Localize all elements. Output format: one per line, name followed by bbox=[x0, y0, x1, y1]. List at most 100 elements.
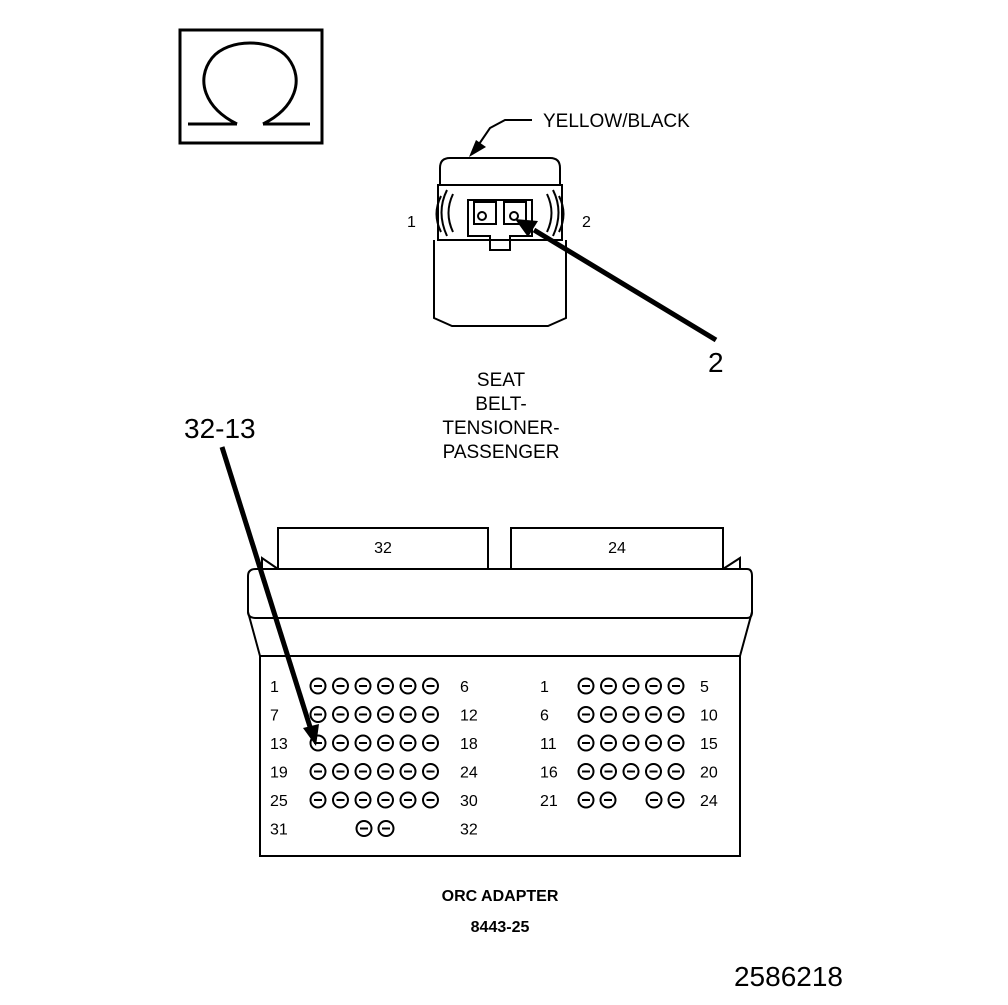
left-row-end-label: 24 bbox=[460, 765, 478, 782]
adapter-pin-face bbox=[259, 655, 741, 857]
left-pin bbox=[355, 820, 373, 837]
connector-head bbox=[437, 184, 563, 241]
right-row-end-label: 20 bbox=[700, 765, 718, 782]
right-pin bbox=[622, 677, 640, 695]
right-pin bbox=[645, 677, 662, 695]
left-pin bbox=[309, 706, 327, 723]
left-pin bbox=[377, 677, 394, 695]
pin-1-label: 1 bbox=[407, 214, 416, 231]
right-pin bbox=[599, 791, 617, 809]
left-pin bbox=[422, 706, 439, 723]
right-pin bbox=[600, 763, 617, 780]
left-row-start-label: 7 bbox=[270, 708, 279, 725]
right-pin bbox=[667, 734, 685, 752]
figure-number: 2586218 bbox=[734, 961, 843, 992]
right-row-end-label: 5 bbox=[700, 679, 709, 696]
right-pin bbox=[577, 706, 595, 723]
left-pin bbox=[354, 677, 372, 695]
adapter-housing-top bbox=[247, 568, 753, 619]
right-row-start-label: 16 bbox=[540, 765, 558, 782]
pin-2-callout: 2 bbox=[708, 347, 724, 378]
pin-2-callout-leader bbox=[532, 227, 718, 343]
tensioner-title-line-1: SEAT bbox=[477, 370, 526, 391]
pin-2-hole bbox=[509, 211, 519, 221]
left-row-end-label: 32 bbox=[460, 822, 478, 839]
left-pin bbox=[377, 791, 394, 809]
right-pin bbox=[600, 677, 617, 695]
left-pin-grid: 1 6 7 12 13 18 19 24 25 30 31 32 bbox=[270, 677, 478, 839]
left-row-end-label: 30 bbox=[460, 793, 478, 810]
adapter-part-number: 8443-25 bbox=[471, 919, 530, 936]
pin-2-label: 2 bbox=[582, 214, 591, 231]
left-row-end-label: 18 bbox=[460, 736, 478, 753]
terminal-slot-2 bbox=[503, 201, 527, 225]
right-row-end-label: 15 bbox=[700, 736, 718, 753]
left-row-start-label: 1 bbox=[270, 679, 279, 696]
right-row-start-label: 6 bbox=[540, 708, 549, 725]
right-pin bbox=[645, 763, 662, 780]
pin-13-callout-leader bbox=[219, 446, 314, 731]
right-connector-label: 24 bbox=[608, 540, 626, 557]
connector-top-cap bbox=[439, 157, 561, 185]
right-pin bbox=[577, 734, 595, 752]
left-pin bbox=[399, 763, 417, 780]
left-pin bbox=[332, 763, 349, 780]
right-row-end-label: 24 bbox=[700, 793, 718, 810]
left-pin bbox=[422, 677, 439, 695]
right-pin bbox=[645, 734, 662, 752]
left-row-start-label: 13 bbox=[270, 736, 288, 753]
right-row-start-label: 11 bbox=[540, 736, 557, 753]
terminal-slot-1 bbox=[473, 201, 497, 225]
left-pin bbox=[377, 706, 394, 723]
right-row-start-label: 21 bbox=[540, 793, 558, 810]
left-row-start-label: 19 bbox=[270, 765, 288, 782]
left-pin bbox=[309, 763, 327, 780]
right-pin bbox=[600, 706, 617, 723]
left-pin bbox=[377, 820, 395, 837]
left-pin bbox=[377, 763, 394, 780]
latch-left bbox=[440, 189, 448, 237]
right-pin bbox=[645, 706, 662, 723]
tensioner-title-line-4: PASSENGER bbox=[443, 442, 560, 463]
pin-2-callout-arrowhead bbox=[515, 219, 538, 237]
pin-13-callout-arrowhead bbox=[303, 724, 319, 746]
left-row-end-label: 12 bbox=[460, 708, 478, 725]
connector-body bbox=[433, 240, 567, 327]
left-pin bbox=[399, 791, 417, 809]
left-pin bbox=[309, 677, 327, 695]
right-pin bbox=[577, 763, 595, 780]
tensioner-connector: YELLOW/BLACK 1 2 2 SEAT BELT- TENSIONER-… bbox=[407, 111, 724, 463]
right-pin bbox=[577, 791, 595, 809]
adapter-title: ORC ADAPTER bbox=[442, 888, 559, 905]
left-pin bbox=[354, 734, 372, 752]
left-pin bbox=[354, 791, 372, 809]
ohm-icon bbox=[178, 28, 324, 145]
right-pin bbox=[577, 677, 595, 695]
left-row-start-label: 31 bbox=[270, 822, 288, 839]
wire-color-leader bbox=[474, 119, 532, 151]
right-pin bbox=[622, 706, 640, 723]
pin-1-hole bbox=[477, 211, 487, 221]
right-row-end-label: 10 bbox=[700, 708, 718, 725]
left-pin bbox=[422, 791, 439, 809]
left-pin bbox=[354, 763, 372, 780]
right-pin bbox=[622, 734, 640, 752]
adapter-callout: 32-13 bbox=[184, 413, 256, 444]
left-pin bbox=[332, 734, 349, 752]
left-row-end-label: 6 bbox=[460, 679, 469, 696]
terminal-cavity bbox=[467, 199, 533, 251]
left-connector-label: 32 bbox=[374, 540, 392, 557]
right-row-start-label: 1 bbox=[540, 679, 549, 696]
left-pin bbox=[377, 734, 394, 752]
left-pin bbox=[354, 706, 372, 723]
left-pin bbox=[332, 706, 349, 723]
left-row-start-label: 25 bbox=[270, 793, 288, 810]
tensioner-title-line-2: BELT- bbox=[475, 394, 526, 415]
wire-color-arrowhead bbox=[469, 140, 486, 157]
right-pin bbox=[667, 763, 685, 780]
wire-color-label: YELLOW/BLACK bbox=[543, 111, 690, 132]
right-pin bbox=[667, 791, 685, 809]
